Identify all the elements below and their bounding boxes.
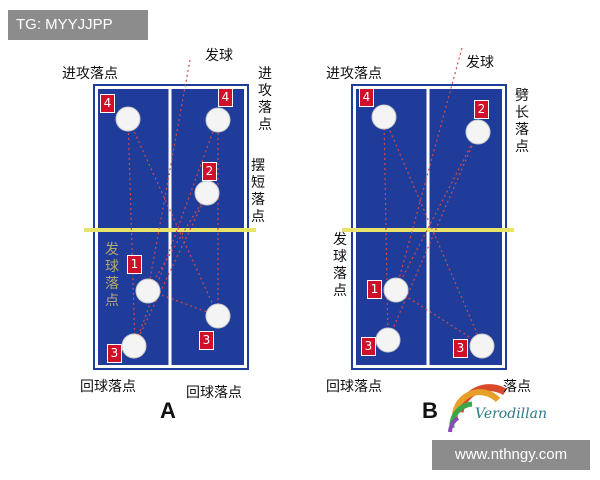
ball <box>205 107 231 133</box>
a-badge-4-right: 4 <box>218 88 233 107</box>
b-label-return-left: 回球落点 <box>326 379 382 395</box>
a-badge-2: 2 <box>202 162 217 181</box>
court-a-balls <box>115 106 231 359</box>
a-label-serve: 发球 <box>205 48 233 64</box>
a-label-return-right: 回球落点 <box>186 385 242 401</box>
b-badge-3-left: 3 <box>361 337 376 356</box>
ball <box>465 119 491 145</box>
a-letter: A <box>160 398 176 423</box>
ball <box>383 277 409 303</box>
b-badge-2: 2 <box>474 100 489 119</box>
a-badge-3-left: 3 <box>107 344 122 363</box>
ball <box>205 303 231 329</box>
a-badge-3-right: 3 <box>199 331 214 350</box>
ball <box>194 180 220 206</box>
b-label-attack: 进攻落点 <box>326 66 382 82</box>
watermark-top: TG: MYYJJPP <box>8 10 148 40</box>
a-label-return-left: 回球落点 <box>80 379 136 395</box>
ball <box>375 327 401 353</box>
court-b-trajectories <box>383 47 483 346</box>
b-label-serve-point: 发球落点 <box>333 232 347 299</box>
ball <box>115 106 141 132</box>
a-label-attack-right: 进攻落点 <box>258 66 272 133</box>
b-label-long: 劈长落点 <box>515 88 529 155</box>
b-label-return-right: 落点 <box>503 379 531 395</box>
a-badge-1: 1 <box>127 255 142 274</box>
court-b-balls <box>371 104 495 359</box>
a-label-serve-point: 发球落点 <box>105 242 119 309</box>
b-letter: B <box>422 398 438 423</box>
b-label-serve: 发球 <box>466 55 494 71</box>
a-label-short: 摆短落点 <box>251 158 265 225</box>
logo-mark <box>448 384 507 433</box>
ball <box>121 333 147 359</box>
ball <box>469 333 495 359</box>
watermark-bottom: www.nthngy.com <box>432 440 590 470</box>
b-badge-1: 1 <box>367 280 382 299</box>
ball <box>371 104 397 130</box>
b-badge-4: 4 <box>359 88 374 107</box>
a-badge-4-left: 4 <box>100 94 115 113</box>
logo-text: Verodillan <box>475 406 547 422</box>
court-a-trajectories <box>127 59 219 346</box>
a-label-attack-left: 进攻落点 <box>62 66 118 82</box>
b-badge-3-right: 3 <box>453 339 468 358</box>
ball <box>135 278 161 304</box>
